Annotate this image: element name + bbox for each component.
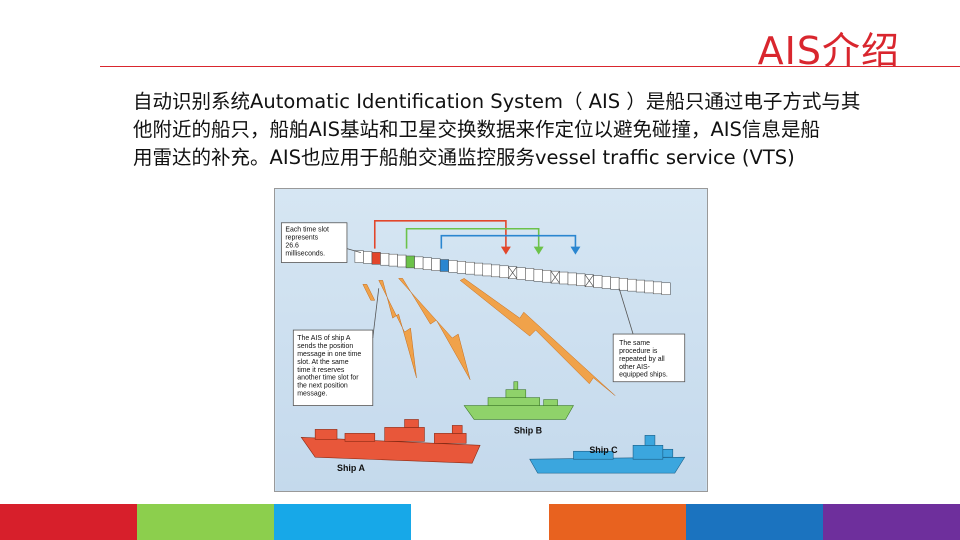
callout-line: repeated by all	[619, 356, 665, 363]
time-slot	[652, 281, 663, 295]
callout-line: sends the position	[297, 343, 353, 350]
bolt-ship-b	[398, 278, 471, 380]
time-slot	[576, 273, 586, 287]
footer-color-segment	[274, 504, 412, 540]
time-slot	[627, 278, 637, 292]
time-slot	[380, 253, 390, 266]
callout-time-slot: Each time slot represents 26.6 milliseco…	[280, 222, 361, 263]
time-slot	[533, 269, 543, 282]
time-slot	[456, 261, 466, 274]
callout-line: The same	[619, 340, 650, 347]
time-slot	[482, 263, 492, 277]
time-slot	[422, 257, 432, 270]
time-slot	[567, 272, 577, 286]
footer-color-segment	[548, 504, 686, 540]
time-slot	[644, 280, 654, 294]
reserved-slot-mark	[550, 270, 560, 284]
callout-line: slot. At the same	[297, 359, 348, 366]
paragraph-line: 他附近的船只，船舶AIS基站和卫星交换数据来作定位以避免碰撞，AIS信息是船	[133, 118, 820, 141]
time-slot	[593, 275, 603, 288]
time-slot	[618, 278, 628, 291]
footer-color-segment	[685, 504, 823, 540]
callout-line: milliseconds.	[285, 251, 325, 258]
footer-color-bar	[0, 504, 960, 540]
time-slot	[431, 258, 441, 271]
time-slot	[525, 268, 535, 281]
callout-line: the next position	[297, 383, 348, 390]
callout-line: time it reserves	[297, 367, 345, 374]
ship-c	[529, 435, 686, 474]
paragraph-line: 用雷达的补充。AIS也应用于船舶交通监控服务vessel traffic ser…	[133, 146, 795, 169]
ais-diagram-svg: Each time slot represents 26.6 milliseco…	[275, 189, 707, 491]
callout-line: The AIS of ship A	[297, 335, 351, 342]
footer-color-segment	[137, 504, 275, 540]
ship-b	[463, 381, 574, 420]
ship-c-label: Ship C	[589, 445, 618, 455]
bolt-ship-a	[378, 280, 417, 378]
time-slot	[542, 270, 552, 283]
title-divider	[100, 66, 960, 67]
time-slot	[448, 260, 458, 273]
time-slot-strip	[354, 250, 671, 295]
time-slot	[465, 261, 475, 275]
time-slot	[363, 251, 373, 264]
ship-b-label: Ship B	[514, 425, 543, 435]
reserved-slot-mark	[508, 266, 518, 279]
footer-color-segment	[822, 504, 960, 540]
reserved-slot-mark	[584, 274, 594, 287]
callout-line: another time slot for	[297, 375, 359, 382]
bolt-small	[362, 284, 376, 301]
time-slot	[516, 267, 526, 280]
callout-line: Each time slot	[285, 227, 329, 234]
time-slot	[635, 279, 645, 293]
ship-a-label: Ship A	[337, 463, 366, 473]
footer-color-segment	[0, 504, 138, 540]
time-slot	[491, 264, 501, 278]
callout-line: other AIS-	[619, 364, 650, 371]
time-slot	[610, 277, 620, 290]
time-slot	[559, 271, 569, 285]
bolt-ship-c	[459, 278, 616, 396]
ais-diagram: Each time slot represents 26.6 milliseco…	[274, 188, 708, 492]
time-slot	[439, 259, 449, 272]
callout-same-procedure: The same procedure is repeated by all ot…	[612, 288, 686, 383]
ship-a	[300, 419, 481, 464]
radio-signal-bolts	[362, 278, 616, 396]
time-slot	[371, 252, 381, 265]
intro-paragraph: 自动识别系统Automatic Identification System（ A…	[133, 88, 933, 172]
callout-line: procedure is	[619, 348, 658, 355]
time-slot	[414, 256, 424, 270]
time-slot	[601, 276, 611, 289]
time-slot	[397, 254, 407, 268]
footer-color-segment	[411, 504, 549, 540]
time-slot	[661, 282, 671, 295]
callout-line: 26.6	[285, 243, 299, 250]
callout-line: message.	[297, 391, 327, 398]
time-slot	[388, 253, 398, 267]
paragraph-line: 自动识别系统Automatic Identification System（ A…	[133, 90, 861, 113]
slide-title: AIS介绍	[757, 29, 900, 73]
callout-line: equipped ships.	[619, 372, 668, 379]
callout-line: message in one time	[297, 351, 361, 358]
time-slot	[405, 255, 415, 269]
time-slot	[473, 262, 484, 276]
callout-ship-a: The AIS of ship A sends the position mes…	[292, 288, 380, 406]
callout-line: represents	[285, 235, 318, 242]
time-slot	[499, 265, 509, 278]
reservation-arrows	[373, 219, 581, 255]
